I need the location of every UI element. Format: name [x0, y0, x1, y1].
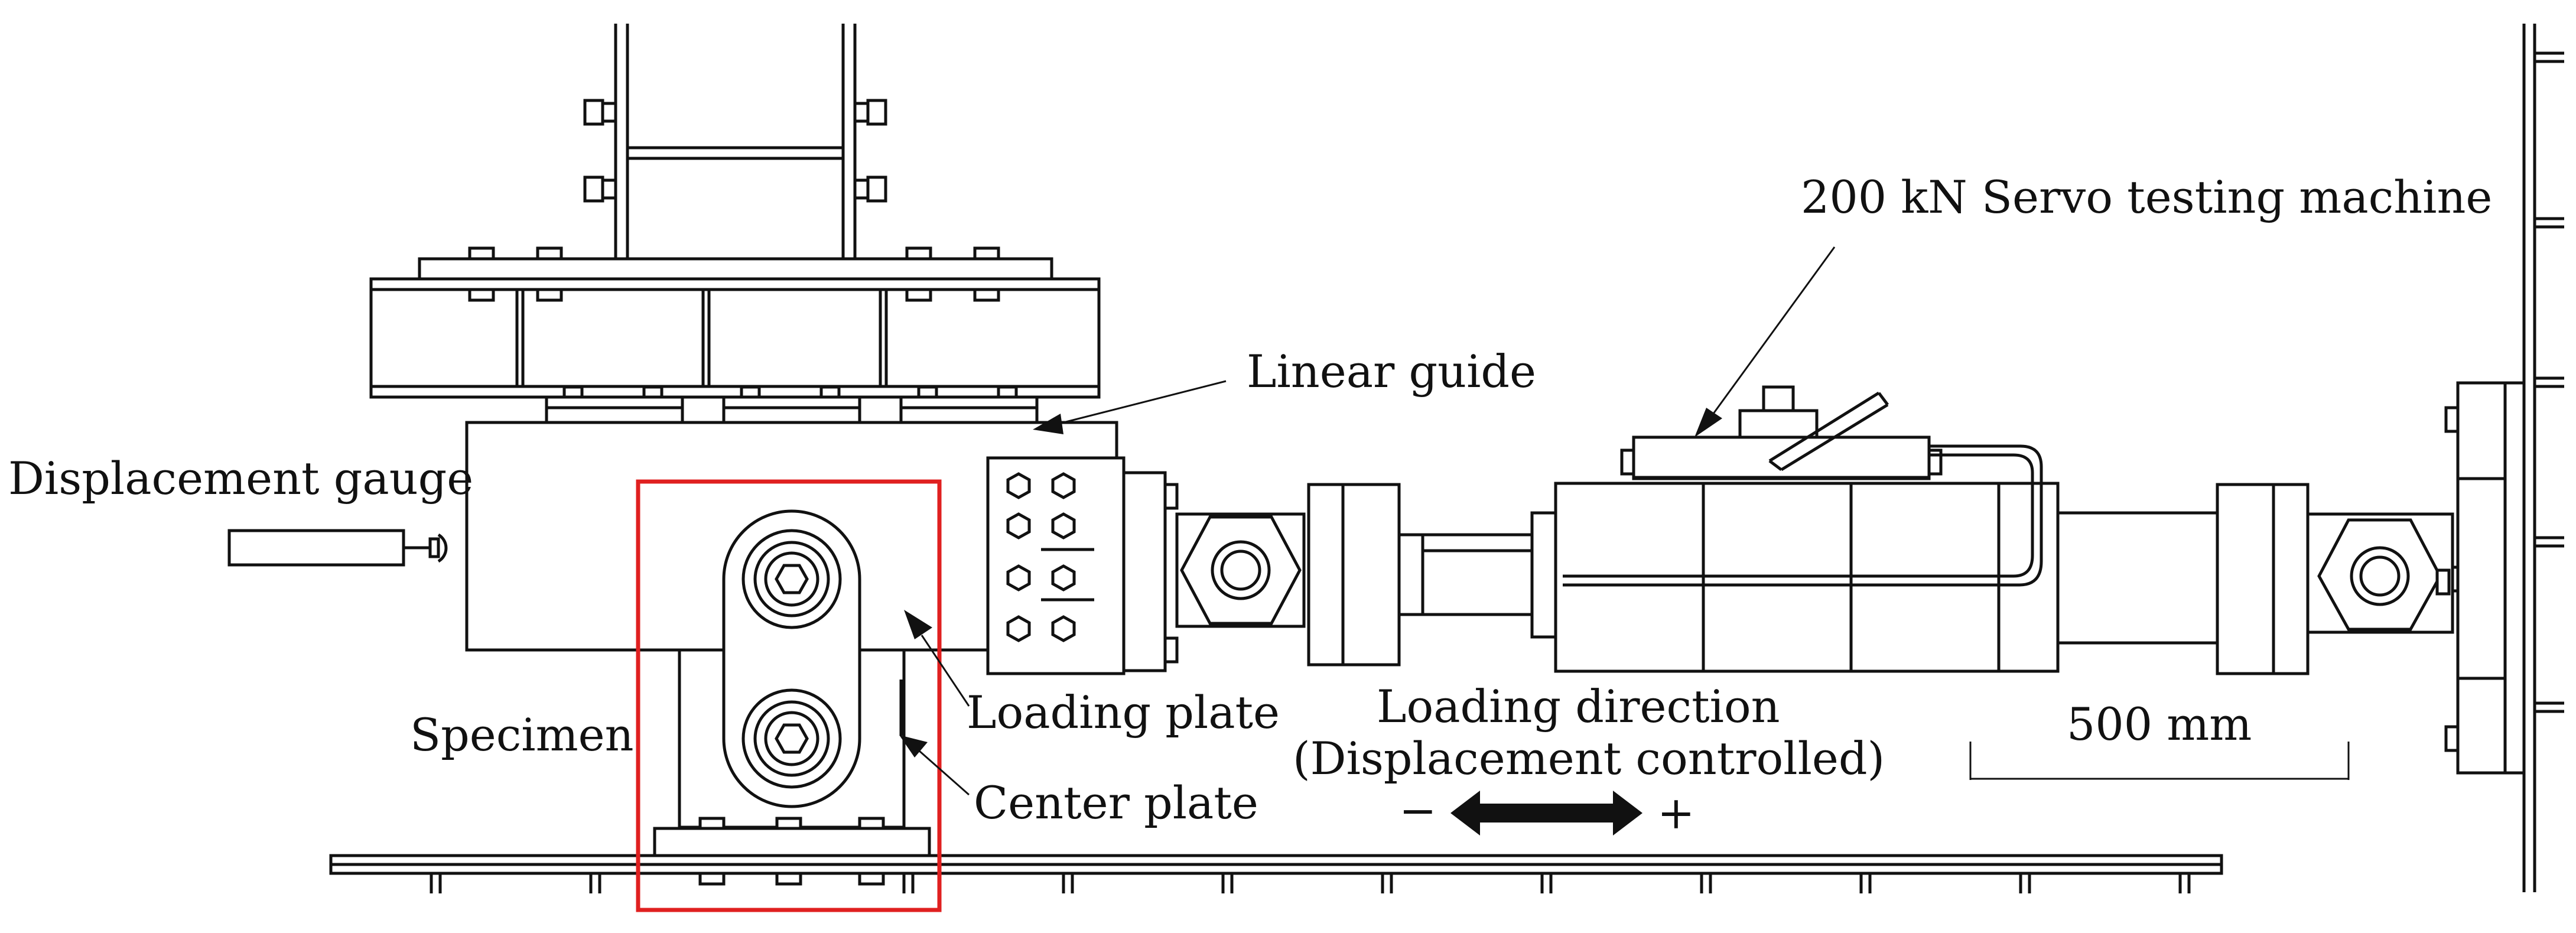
- leader-lines: [899, 246, 1836, 796]
- bolt-heads: [1006, 472, 1076, 642]
- label-scale: 500 mm: [2067, 698, 2252, 750]
- top-frame: [369, 24, 1101, 399]
- specimen-highlight-box: [636, 479, 942, 912]
- servo-arrowhead: [1694, 408, 1722, 437]
- label-minus: −: [1399, 784, 1437, 837]
- scale-bar: [1969, 742, 2350, 780]
- label-loading-direction: Loading direction: [1377, 680, 1780, 733]
- label-loading-plate: Loading plate: [967, 686, 1280, 739]
- label-linear-guide: Linear guide: [1247, 345, 1536, 398]
- reaction-wall: [2444, 24, 2564, 892]
- loading-plate-arrowhead: [904, 610, 932, 639]
- displacement-gauge-body: [227, 529, 405, 567]
- actuator: [1175, 385, 2454, 675]
- label-plus: +: [1657, 786, 1695, 839]
- floor-beam: [329, 854, 2223, 893]
- label-displacement-gauge: Displacement gauge: [8, 452, 473, 505]
- label-servo-machine: 200 kN Servo testing machine: [1801, 171, 2492, 223]
- center-plate-arrowhead: [899, 735, 928, 758]
- loading-direction-arrow: [1450, 791, 1642, 836]
- pin-lower: [741, 688, 842, 789]
- specimen: [653, 509, 931, 886]
- label-center-plate: Center plate: [974, 776, 1258, 829]
- label-specimen: Specimen: [410, 708, 634, 761]
- label-displacement-controlled: (Displacement controlled): [1293, 732, 1885, 785]
- pin-upper: [741, 529, 842, 629]
- linear-guide-arrowhead: [1033, 414, 1063, 434]
